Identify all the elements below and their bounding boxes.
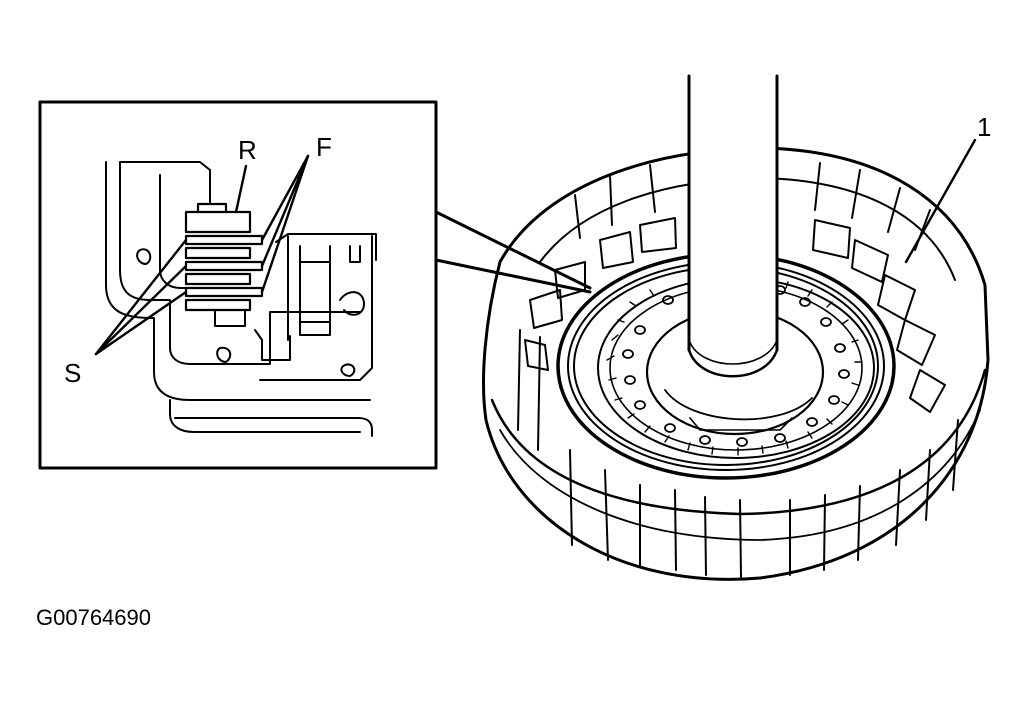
magnify-pointer (434, 210, 592, 294)
callout-r-label: R (238, 135, 257, 165)
leader-r (234, 164, 248, 214)
leader-1 (904, 138, 977, 264)
detail-inset (38, 100, 438, 470)
callout-s-label: S (64, 358, 82, 388)
clutch-drum (482, 146, 990, 581)
callout-f-label: F (316, 132, 332, 162)
input-shaft (687, 74, 779, 378)
callout-1-label: 1 (977, 112, 992, 142)
figure-id: G00764690 (36, 605, 151, 630)
